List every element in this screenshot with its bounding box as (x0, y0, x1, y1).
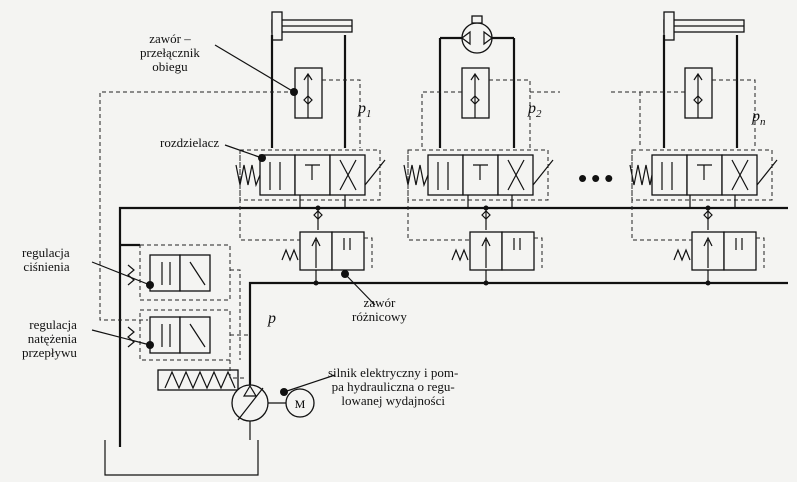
pump-stroke-actuator (157, 369, 239, 391)
label-pn-sub: n (760, 116, 766, 129)
label-line: regulacja (29, 317, 77, 332)
pressure-valve (149, 254, 181, 292)
label-silnik-pompa: silnik elektryczny i pom- pa hydrauliczn… (328, 366, 458, 408)
label-zawor-przelacznik: zawór – przełącznik obiegu (140, 32, 200, 74)
hydraulic-pump (231, 384, 269, 422)
label-p2-base: p (528, 100, 536, 117)
flow-valve (149, 316, 181, 354)
supply-lines (118, 206, 788, 447)
electric-motor (285, 388, 315, 418)
label-rozdzielacz: rozdzielacz (160, 135, 220, 150)
actuator-branch-n (610, 11, 778, 283)
label-p1-sub: 1 (366, 108, 372, 121)
label-line: ciśnienia (23, 259, 70, 274)
junction-dots (313, 205, 711, 286)
label-line: zawór (363, 295, 396, 310)
label-line: regulacja (22, 245, 70, 260)
actuator-branch-2 (403, 15, 560, 283)
label-line: lowanej wydajności (341, 393, 445, 408)
label-line: pa hydrauliczna o regu- (331, 379, 455, 394)
leader-lines (91, 44, 376, 396)
hydro-motor-2 (461, 22, 493, 54)
motor-label: M (295, 397, 306, 411)
label-pn: pn (752, 108, 766, 128)
cylinder-1-cap (271, 11, 283, 41)
pump-unit (157, 360, 315, 440)
label-p: p (268, 310, 276, 327)
ellipsis-more-branches: ••• (578, 163, 618, 193)
regulation-block (127, 244, 250, 361)
label-p2: p2 (528, 100, 542, 120)
label-p1: p1 (358, 100, 372, 120)
label-regulacja-natezenia: regulacja natężenia przepływu (22, 318, 77, 360)
label-pn-base: p (752, 108, 760, 125)
tank (104, 440, 259, 476)
label-line: przełącznik (140, 45, 200, 60)
label-zawor-roznicowy: zawór różnicowy (352, 296, 407, 324)
label-p1-base: p (358, 100, 366, 117)
label-line: różnicowy (352, 309, 407, 324)
label-regulacja-cisnienia: regulacja ciśnienia (22, 246, 70, 274)
label-line: natężenia (27, 331, 77, 346)
label-line: zawór – (149, 31, 191, 46)
actuator-branch-1 (99, 11, 386, 321)
label-line: silnik elektryczny i pom- (328, 365, 459, 380)
label-line: przepływu (22, 345, 77, 360)
label-p2-sub: 2 (536, 108, 542, 121)
label-line: obiegu (152, 59, 188, 74)
